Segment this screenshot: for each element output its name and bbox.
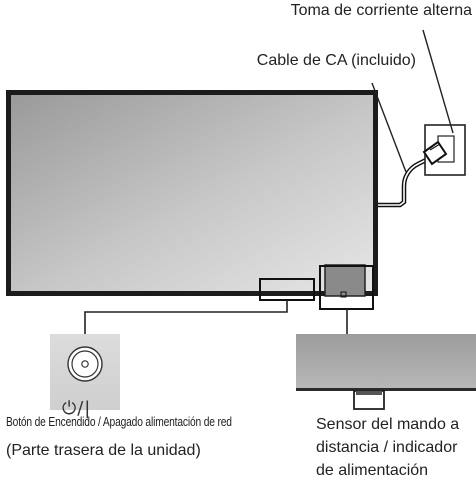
sensor-label-line-1: Sensor del mando a bbox=[316, 416, 460, 433]
outlet-leader-line bbox=[422, 29, 454, 134]
sensor-label: Sensor del mando a distancia / indicador… bbox=[316, 413, 476, 482]
display-sensor-tab bbox=[324, 264, 366, 297]
sensor-label-line-3: de alimentación bbox=[316, 462, 429, 479]
ac-outlet-label: Toma de corriente alterna bbox=[290, 2, 472, 19]
power-button-label: Botón de Encendido / Apagado alimentació… bbox=[6, 415, 232, 429]
sensor-panel bbox=[296, 334, 476, 410]
sensor-label-line-2: distancia / indicador bbox=[316, 439, 458, 456]
power-symbol-label: ⏻/| bbox=[62, 398, 92, 419]
cable-leader-line bbox=[371, 82, 407, 173]
ac-plug bbox=[422, 140, 448, 166]
power-button-panel bbox=[50, 334, 120, 410]
rear-unit-label: (Parte trasera de la unidad) bbox=[6, 442, 201, 459]
ac-cable-label: Cable de CA (incluido) bbox=[256, 52, 416, 69]
display-screen bbox=[6, 90, 378, 296]
power-button-leader bbox=[84, 300, 288, 336]
